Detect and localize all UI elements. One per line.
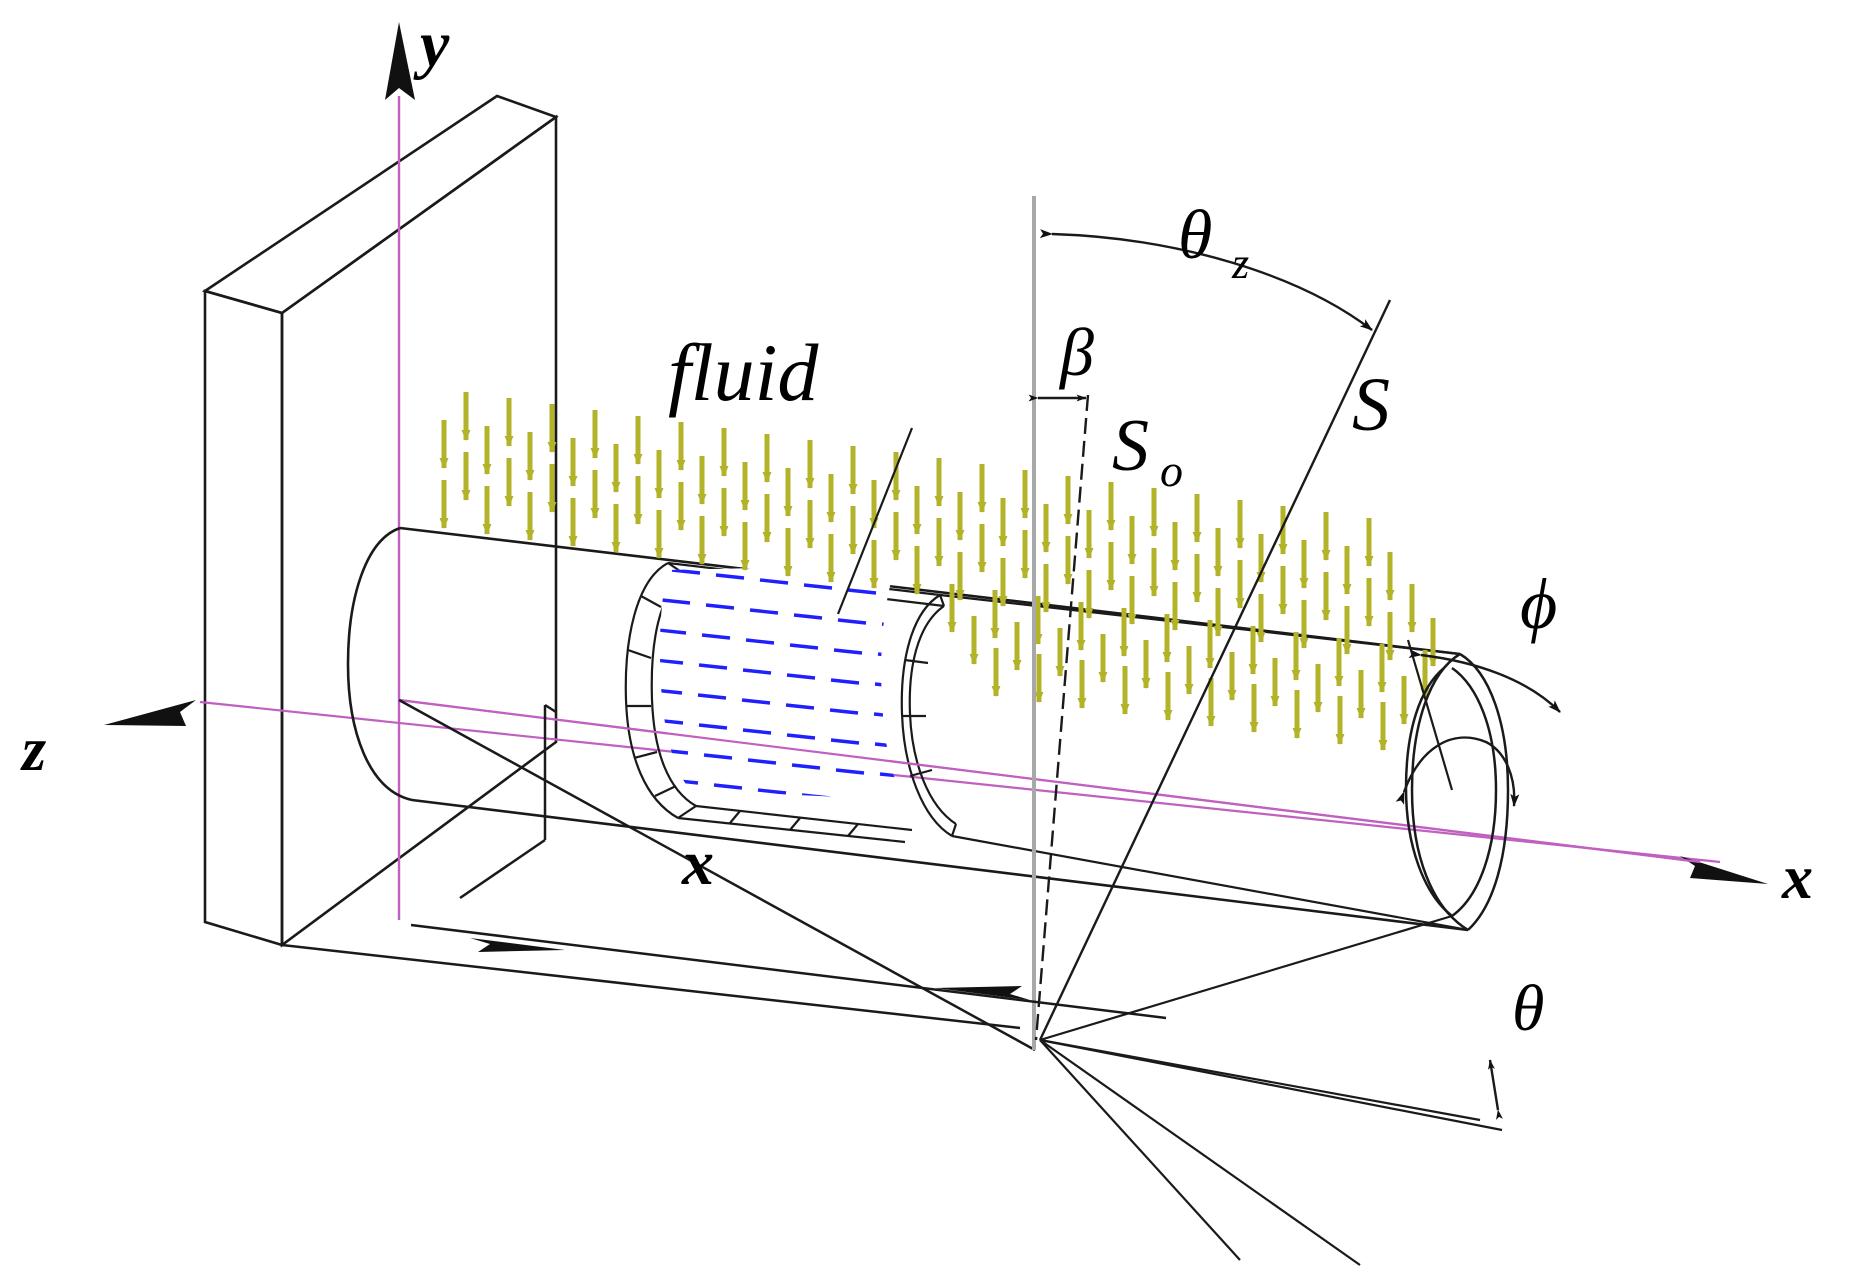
angle-label-beta: β [1058,314,1094,390]
axis-label-So: S [1112,405,1149,487]
axis-label-y: y [413,8,450,81]
fluid-leader-line [836,427,914,615]
support-bracket [459,703,557,900]
axis-line-S [1038,299,1392,1041]
y-axis [385,22,415,920]
x-axis-overlay [398,698,1701,864]
axis-label-So-subscript: o [1160,445,1183,496]
y-axis-arrowhead [385,22,415,100]
x-dim-arrow-left [470,938,565,952]
z-axis-arrowhead [104,700,196,726]
angle-label-phi: ϕ [1520,564,1557,644]
axis-line-So [1034,394,1090,1041]
dimension-label-x: x [681,827,714,898]
axis-label-S: S [1352,363,1390,447]
axis-label-x: x [1781,844,1813,912]
x-dim-arrow-right [935,986,1030,1000]
phi-arc [1395,639,1561,807]
x-dimension-line [410,923,1167,1020]
pipe-base-outline [281,698,1036,1052]
x-axis-arrowhead [1680,856,1768,884]
angle-label-theta-z: θ [1178,197,1212,274]
fluid-label: fluid [668,327,819,418]
angle-label-theta: θ [1512,972,1544,1045]
end-projection-lines [1039,914,1503,1266]
pressure-arrows [439,392,1438,751]
theta-z-arc [1039,229,1373,331]
angle-label-theta-z-subscript: z [1231,239,1249,288]
theta-arc [1488,1059,1503,1120]
axis-label-z: z [20,716,46,784]
